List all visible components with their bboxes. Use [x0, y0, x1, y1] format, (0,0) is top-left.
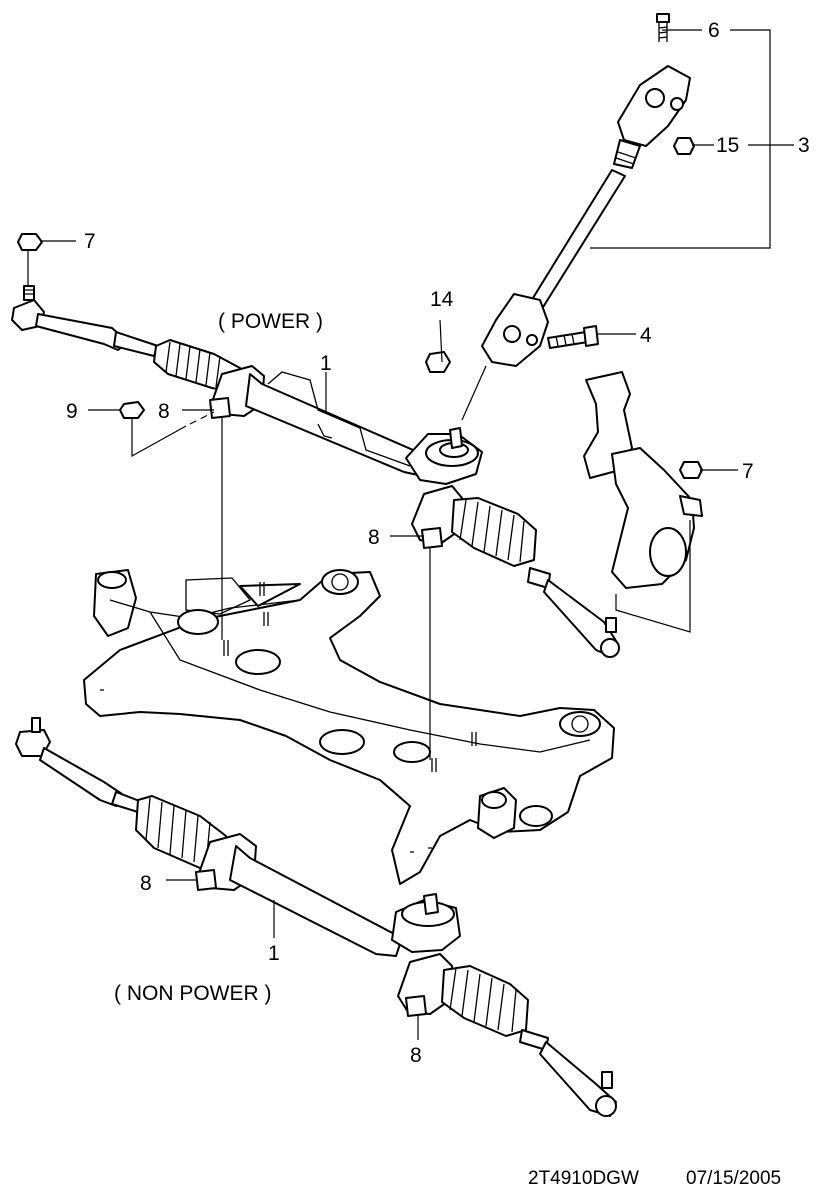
nut-15 [673, 137, 695, 155]
nut-9 [119, 401, 145, 419]
callout-15: 15 [716, 134, 739, 157]
callout-3: 3 [798, 134, 810, 157]
nut-7-left [17, 233, 43, 251]
drawing-code: 2T4910DGW [528, 1168, 639, 1189]
callout-7-right: 7 [742, 460, 754, 483]
callout-7-left: 7 [84, 230, 96, 253]
non-power-rack-assembly [15, 717, 617, 1117]
callout-1-nonpower: 1 [268, 942, 280, 965]
bolt-6 [656, 13, 670, 42]
power-rack-assembly [11, 285, 620, 658]
leader-lines [27, 29, 794, 1040]
callout-1-power: 1 [320, 352, 332, 375]
callout-14: 14 [430, 288, 454, 311]
callout-4: 4 [640, 324, 652, 347]
callout-8-nonpower-right: 8 [410, 1044, 422, 1067]
intermediate-shaft-assembly [481, 65, 691, 367]
callout-8-nonpower-left: 8 [140, 872, 152, 895]
caption-non-power: ( NON POWER ) [114, 982, 272, 1005]
caption-power: ( POWER ) [218, 310, 323, 333]
bolt-4 [547, 325, 599, 349]
drawing-date: 07/15/2005 [686, 1168, 781, 1189]
steering-knuckle [583, 371, 703, 589]
callout-6: 6 [708, 19, 720, 42]
crossmember-subframe [83, 569, 615, 885]
callout-9: 9 [66, 400, 78, 423]
callout-8-power-left: 8 [158, 400, 170, 423]
nut-14 [425, 351, 451, 373]
callout-8-power-right: 8 [368, 526, 380, 549]
